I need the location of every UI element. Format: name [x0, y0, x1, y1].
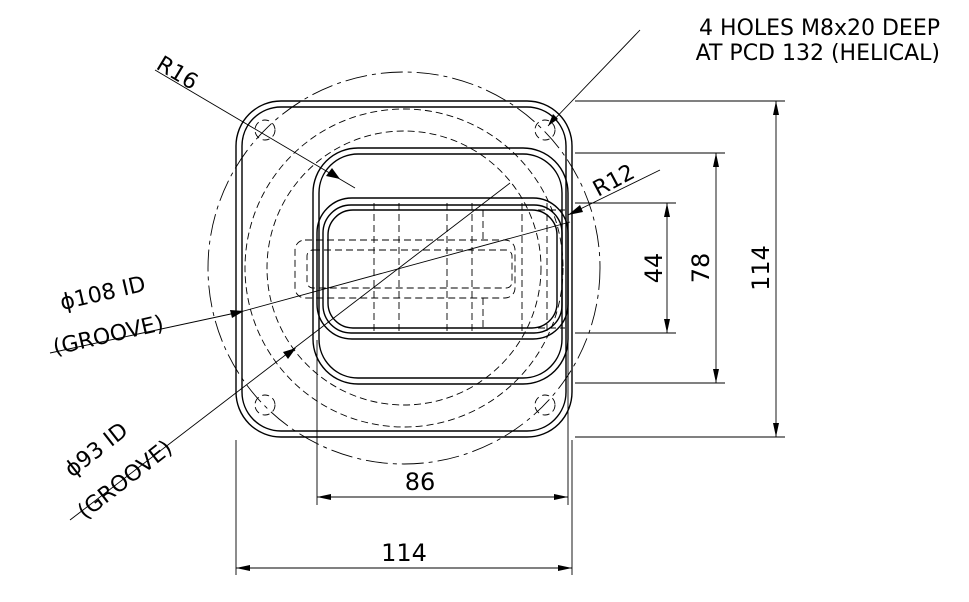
holes-note-line2: AT PCD 132 (HELICAL) — [696, 41, 940, 66]
hidden-slot — [294, 239, 516, 299]
groove-93-circle — [266, 130, 542, 406]
groove108-label-line1: ϕ108 ID — [58, 272, 148, 316]
r12-leader — [567, 169, 661, 216]
dim-114-height-label: 114 — [747, 245, 775, 291]
holes-leader — [547, 29, 641, 127]
pcd-circle — [207, 71, 601, 465]
mid-pocket-inner — [318, 153, 563, 379]
bolt-hole — [254, 394, 276, 416]
groove108-leader — [49, 311, 241, 354]
dim-78-label: 78 — [687, 253, 715, 284]
dim-114-width-label: 114 — [381, 539, 427, 567]
inner-port — [316, 197, 569, 340]
bolt-hole — [534, 119, 556, 141]
dim-86-label: 86 — [405, 468, 436, 496]
hidden-slot-inner — [306, 249, 513, 289]
inner-port-inner — [322, 204, 563, 334]
r16-leader — [154, 69, 356, 189]
r12-label: R12 — [589, 160, 639, 202]
bolt-hole — [254, 119, 276, 141]
groove108-label-line2: (GROOVE) — [51, 311, 166, 361]
mid-pocket — [312, 147, 569, 385]
holes-note-line1: 4 HOLES M8x20 DEEP — [699, 16, 940, 41]
bolt-hole — [534, 394, 556, 416]
r16-label: R16 — [152, 52, 202, 96]
groove-108-circle — [244, 108, 564, 428]
dim-44-label: 44 — [640, 253, 668, 284]
outer-flange-inner-edge — [241, 106, 567, 432]
inner-port-core — [327, 209, 558, 329]
outer-flange — [235, 100, 573, 438]
